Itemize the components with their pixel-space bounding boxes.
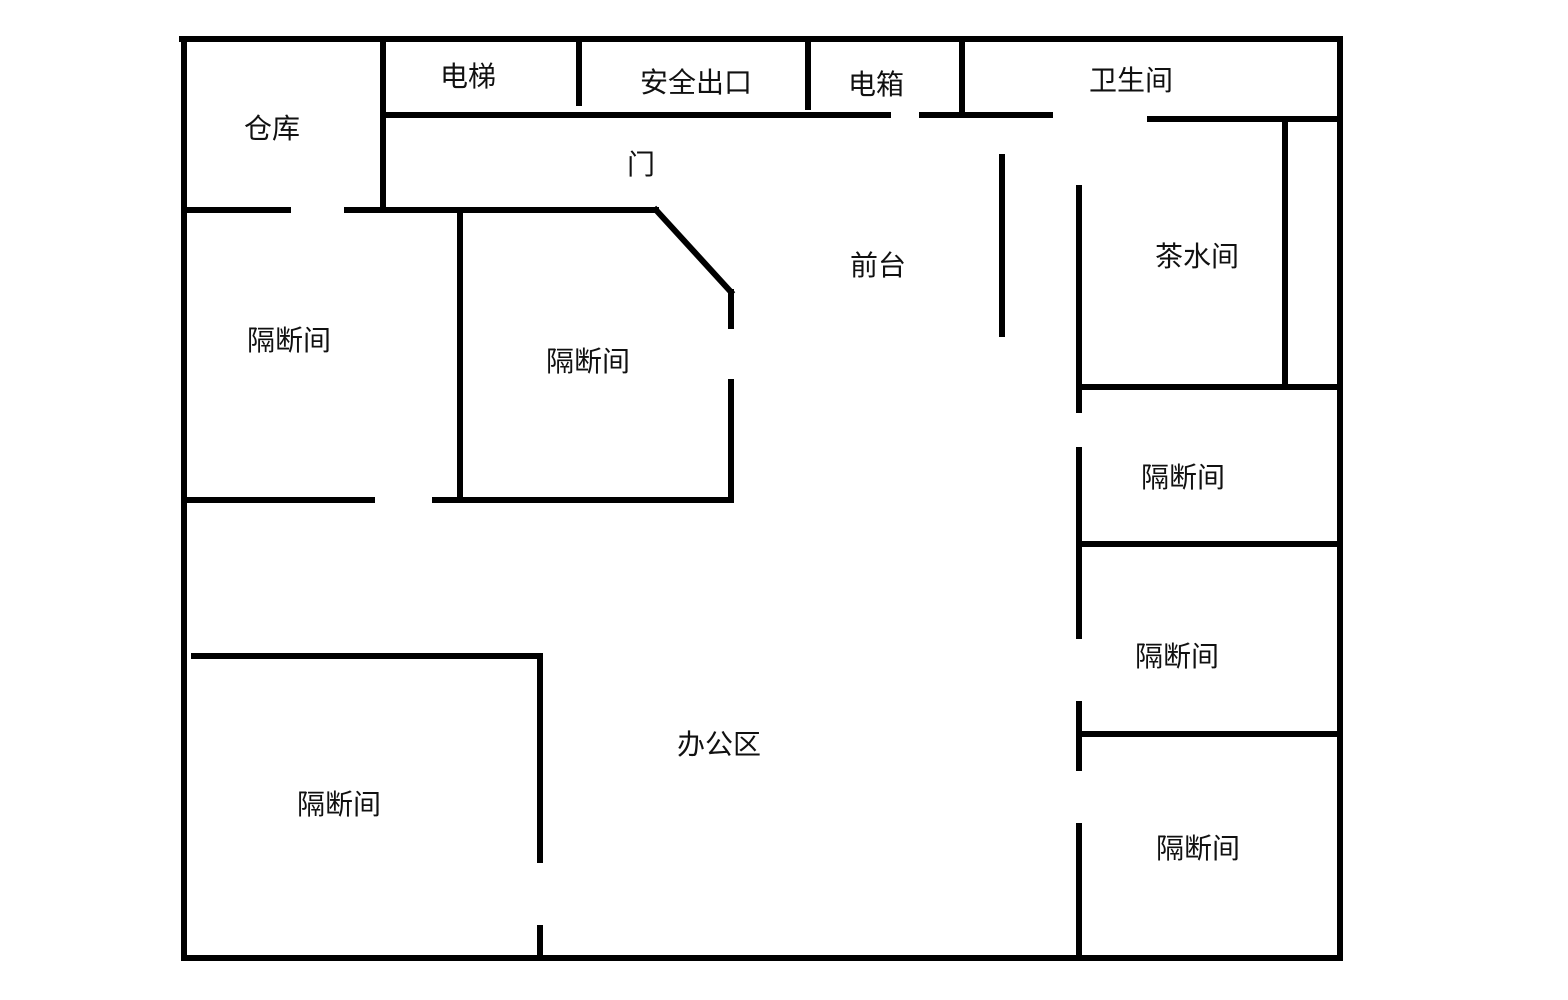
restroom-label: 卫生间 bbox=[1089, 64, 1173, 97]
partition-label-top-left: 隔断间 bbox=[247, 324, 331, 357]
door-label: 门 bbox=[627, 148, 655, 181]
safety-exit-label: 安全出口 bbox=[640, 66, 752, 99]
electric-box-label: 电箱 bbox=[848, 68, 904, 101]
partition-label-top-middle: 隔断间 bbox=[546, 345, 630, 378]
partition-label-right-3: 隔断间 bbox=[1156, 832, 1240, 865]
office-area-label: 办公区 bbox=[677, 728, 761, 761]
wall-partition2-diagonal bbox=[651, 205, 736, 297]
warehouse-label: 仓库 bbox=[244, 112, 300, 145]
partition-label-right-1: 隔断间 bbox=[1141, 461, 1225, 494]
partition-label-right-2: 隔断间 bbox=[1135, 640, 1219, 673]
partition-label-bottom-left: 隔断间 bbox=[297, 788, 381, 821]
room-labels: 仓库 电梯 安全出口 电箱 卫生间 门 前台 茶水间 隔断间 隔断间 隔断间 隔… bbox=[244, 60, 1240, 865]
tea-room-label: 茶水间 bbox=[1155, 240, 1239, 273]
elevator-label: 电梯 bbox=[440, 60, 496, 93]
reception-label: 前台 bbox=[850, 249, 906, 282]
walls bbox=[179, 36, 1343, 961]
